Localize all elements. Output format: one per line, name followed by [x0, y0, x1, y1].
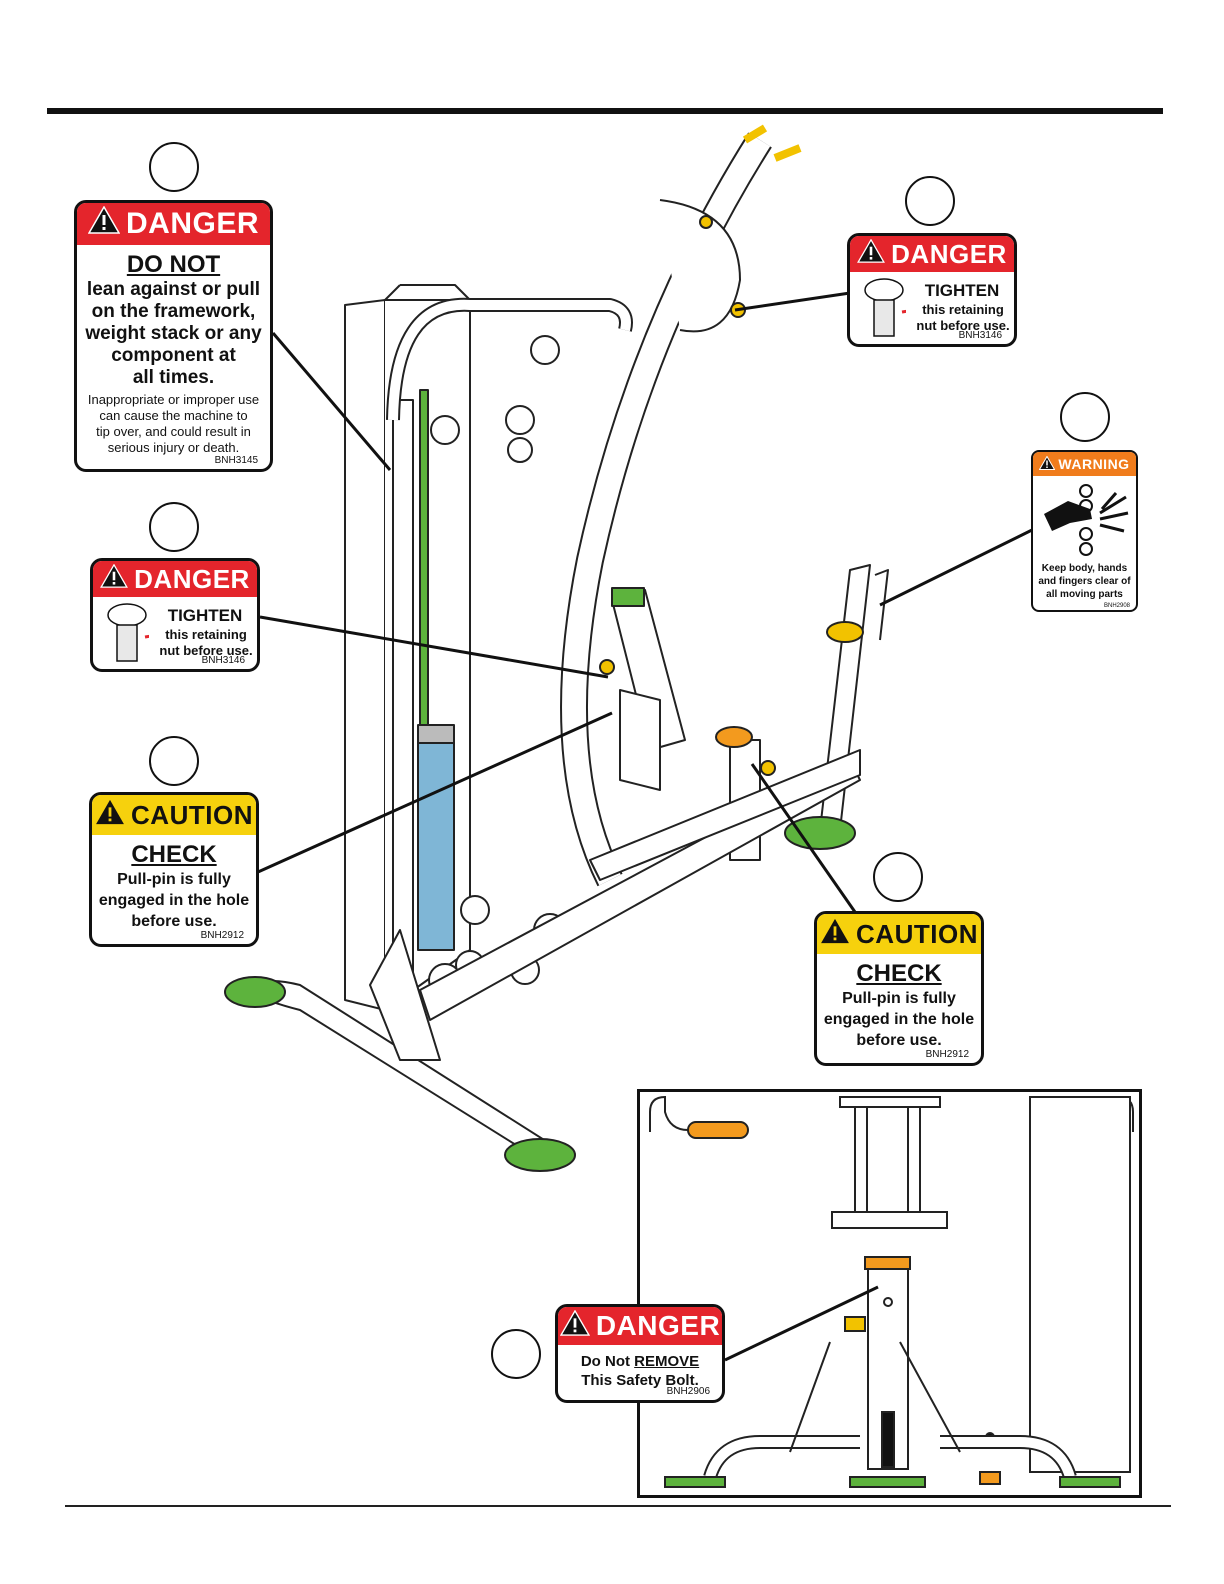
label-small-line: can cause the machine to — [99, 408, 248, 423]
caution-label-check-left: CAUTION CHECK Pull-pin is fully engaged … — [89, 792, 259, 947]
label-line: Do Not REMOVE — [558, 1353, 722, 1370]
label-title: TIGHTEN — [924, 281, 1000, 300]
danger-label-tighten-right: DANGER TIGHTEN this retaining nut before… — [847, 233, 1017, 347]
warning-triangle-icon — [87, 205, 121, 242]
label-header-text: DANGER — [891, 238, 1007, 269]
label-line: engaged in the hole — [98, 892, 250, 909]
label-title: CHECK — [131, 841, 217, 868]
bottom-rule — [65, 1505, 1171, 1507]
label-small-line: serious injury or death. — [107, 440, 240, 455]
label-header: DANGER — [77, 203, 270, 245]
label-code: BNH3146 — [958, 330, 1002, 341]
label-line: engaged in the hole — [823, 1011, 975, 1028]
label-line: nut before use. — [916, 318, 1010, 333]
label-header-text: CAUTION — [131, 799, 253, 830]
callout-circle-7 — [491, 1329, 541, 1379]
label-line-start: Do Not — [580, 1353, 635, 1370]
label-line: before use. — [856, 1032, 942, 1049]
label-line: lean against or pull — [86, 279, 261, 300]
label-header: DANGER — [850, 236, 1014, 272]
label-header-text: DANGER — [595, 1310, 721, 1341]
inset-detail-view — [637, 1089, 1142, 1498]
label-line: this retaining — [165, 627, 247, 642]
label-code: BNH2908 — [1103, 603, 1130, 609]
label-line: weight stack or any — [85, 323, 262, 344]
label-header: CAUTION — [92, 795, 256, 835]
label-title: CHECK — [856, 960, 942, 987]
label-line: this retaining — [922, 302, 1004, 317]
caution-label-check-right: CAUTION CHECK Pull-pin is fully engaged … — [814, 911, 984, 1066]
label-code: BNH3145 — [214, 455, 258, 466]
label-code: BNH2912 — [925, 1049, 969, 1060]
danger-label-tighten-left: DANGER TIGHTEN this retaining nut before… — [90, 558, 260, 672]
label-header-text: DANGER — [134, 563, 250, 594]
warning-label-moving-parts: WARNING Keep body, hands and fingers cle… — [1031, 450, 1138, 612]
callout-circle-1 — [149, 142, 199, 192]
danger-label-safety-bolt: DANGER Do Not REMOVE This Safety Bolt. B… — [555, 1304, 725, 1403]
label-code: BNH2906 — [666, 1386, 710, 1397]
label-line: This Safety Bolt. — [581, 1372, 699, 1389]
label-header: DANGER — [558, 1307, 722, 1345]
warning-triangle-icon — [1039, 454, 1056, 473]
label-title: TIGHTEN — [167, 606, 243, 625]
label-header: DANGER — [93, 561, 257, 597]
inset-illustration — [649, 1095, 1134, 1488]
label-line: on the framework, — [91, 301, 256, 322]
label-line: and fingers clear of — [1038, 576, 1131, 587]
callout-circle-3 — [149, 736, 199, 786]
nut-icon — [862, 278, 915, 344]
label-header-text: CAUTION — [856, 918, 978, 949]
warning-triangle-icon — [857, 238, 886, 270]
callout-circle-2 — [149, 502, 199, 552]
label-line: nut before use. — [159, 643, 253, 658]
label-line: component at — [111, 345, 236, 366]
top-rule — [47, 108, 1163, 114]
callout-circle-5 — [1060, 392, 1110, 442]
label-line: Pull-pin is fully — [842, 990, 956, 1007]
nut-icon — [105, 603, 158, 669]
label-code: BNH3146 — [201, 655, 245, 666]
warning-triangle-icon — [559, 1309, 590, 1343]
label-line: all times. — [132, 367, 215, 388]
label-title: DO NOT — [126, 251, 221, 278]
warning-triangle-icon — [820, 918, 850, 951]
label-small-line: Inappropriate or improper use — [87, 392, 260, 407]
label-header-text: WARNING — [1058, 456, 1130, 472]
label-small-line: tip over, and could result in — [96, 424, 251, 439]
danger-label-do-not-lean: DANGER DO NOT lean against or pull on th… — [74, 200, 273, 472]
warning-triangle-icon — [100, 563, 129, 595]
pinch-hazard-icon — [1033, 476, 1136, 562]
label-header-text: DANGER — [125, 207, 259, 240]
label-line: all moving parts — [1046, 589, 1123, 600]
label-line: Pull-pin is fully — [117, 871, 231, 888]
label-line: Keep body, hands — [1041, 563, 1128, 574]
label-line-emphasis: REMOVE — [634, 1353, 700, 1370]
label-header: CAUTION — [817, 914, 981, 954]
callout-circle-4 — [905, 176, 955, 226]
label-code: BNH2912 — [200, 930, 244, 941]
callout-circle-6 — [873, 852, 923, 902]
label-line: before use. — [131, 913, 217, 930]
label-header: WARNING — [1033, 452, 1136, 476]
warning-triangle-icon — [95, 799, 125, 832]
